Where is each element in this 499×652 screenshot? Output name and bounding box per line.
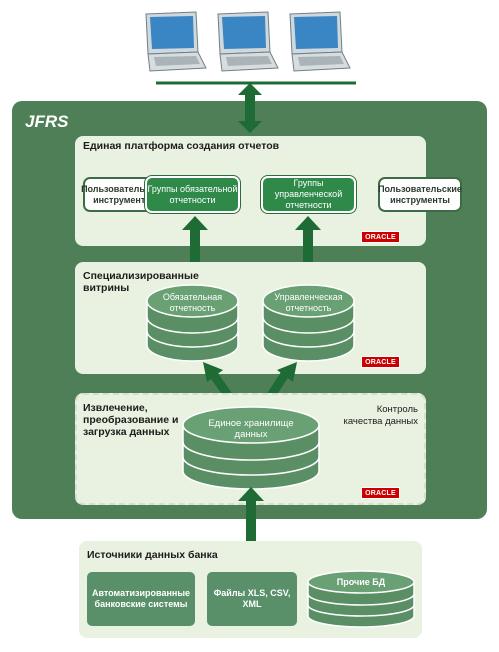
quality-control-label: Контроль качества данных [343,404,418,427]
user-tools-right-button[interactable]: Пользовательские инструменты [378,177,462,212]
db-mandatory-cylinder [146,284,239,362]
jfrs-title: JFRS [25,112,69,131]
marts-title: Специализированные витрины [83,270,199,294]
db-management-cylinder [262,284,355,362]
files-box: Файлы XLS, CSV, XML [207,572,297,626]
laptop-icon [145,11,207,72]
arrow-mandatory-up [182,216,208,280]
marts-section [75,262,426,374]
laptop-icon [289,11,351,72]
other-db-cylinder [307,570,415,628]
double-arrow-top [238,83,262,133]
db-management-label: Управленческая отчетность [274,292,343,313]
laptop-icon [217,11,279,72]
arrow-management-up [295,216,321,280]
warehouse-cylinder [182,406,320,490]
db-mandatory-label: Обязательная отчетность [162,292,223,313]
oracle-logo: ORACLE [361,231,400,243]
oracle-logo: ORACLE [361,487,400,499]
etl-title: Извлечение, преобразование и загрузка да… [83,402,179,438]
group-management-button[interactable]: Группы управленческой отчетности [261,176,356,213]
warehouse-label: Единое хранилище данных [208,418,294,440]
oracle-logo: ORACLE [361,356,400,368]
group-mandatory-button[interactable]: Группы обязательной отчетности [145,176,240,213]
sources-title: Источники данных банка [87,549,218,561]
automated-systems-box: Автоматизированные банковские системы [87,572,195,626]
laptops-group [145,11,356,85]
other-db-label: Прочие БД [336,577,386,587]
platform-title: Единая платформа создания отчетов [83,140,280,152]
arrow-sources-up [238,487,264,545]
